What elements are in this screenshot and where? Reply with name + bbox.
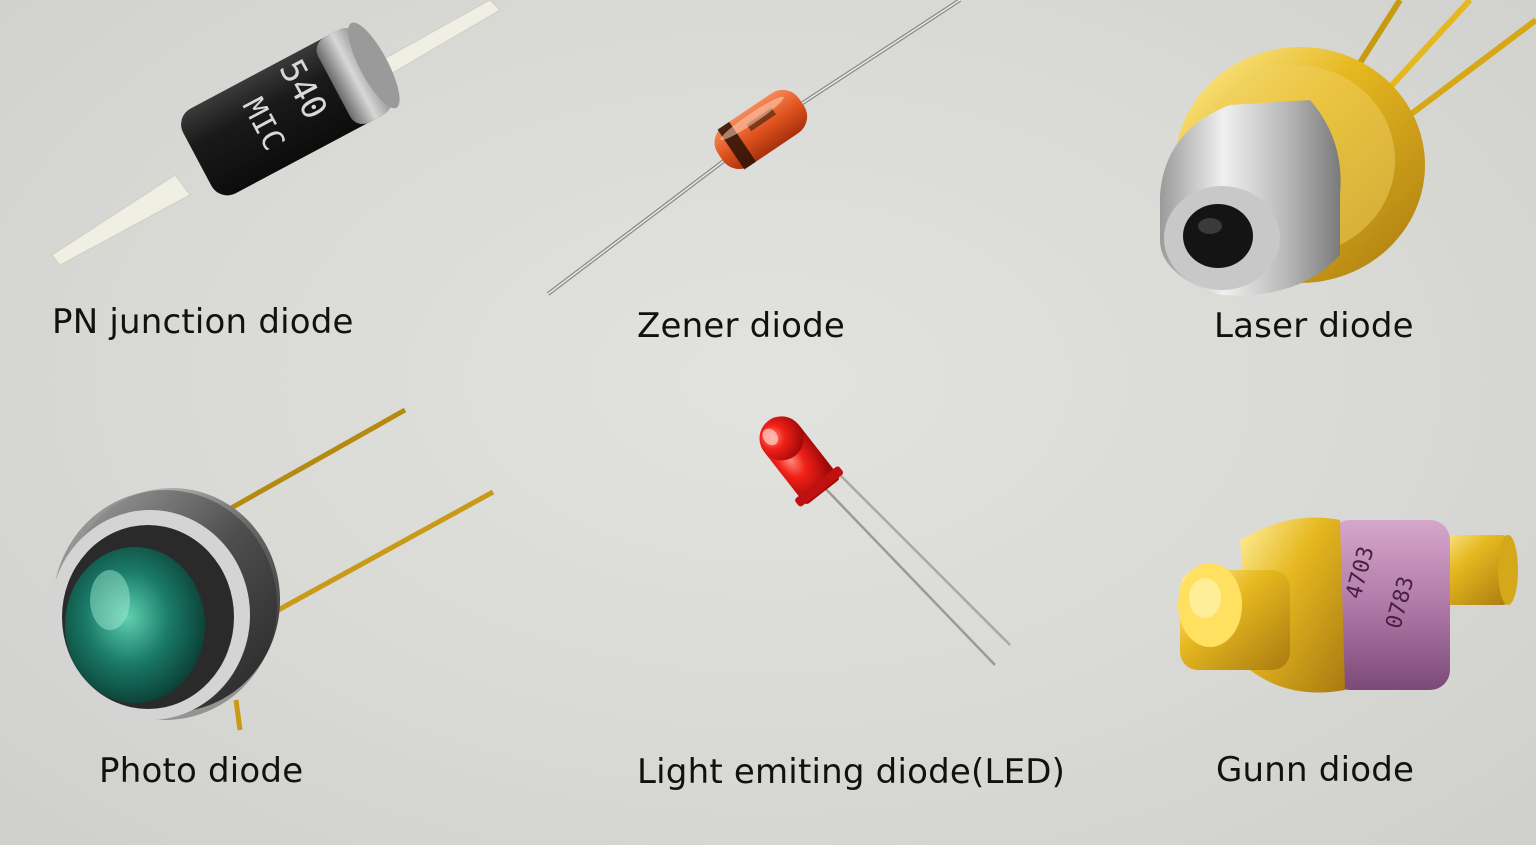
- caption-gunn-diode: Gunn diode: [1216, 750, 1415, 790]
- caption-photo-diode: Photo diode: [99, 751, 304, 791]
- caption-pn-junction-diode: PN junction diode: [52, 302, 354, 342]
- caption-zener-diode: Zener diode: [637, 306, 845, 346]
- gunn-diode-photo: 4703 0783: [1178, 517, 1518, 693]
- photo-diode-photo: [50, 407, 495, 731]
- caption-laser-diode: Laser diode: [1214, 306, 1414, 346]
- zener-diode-photo: [546, 0, 962, 296]
- laser-diode-photo: [1160, 0, 1536, 296]
- pn-junction-diode-photo: 540 MIC: [51, 0, 501, 266]
- led-photo: [759, 416, 1011, 666]
- caption-led: Light emiting diode(LED): [637, 752, 1066, 792]
